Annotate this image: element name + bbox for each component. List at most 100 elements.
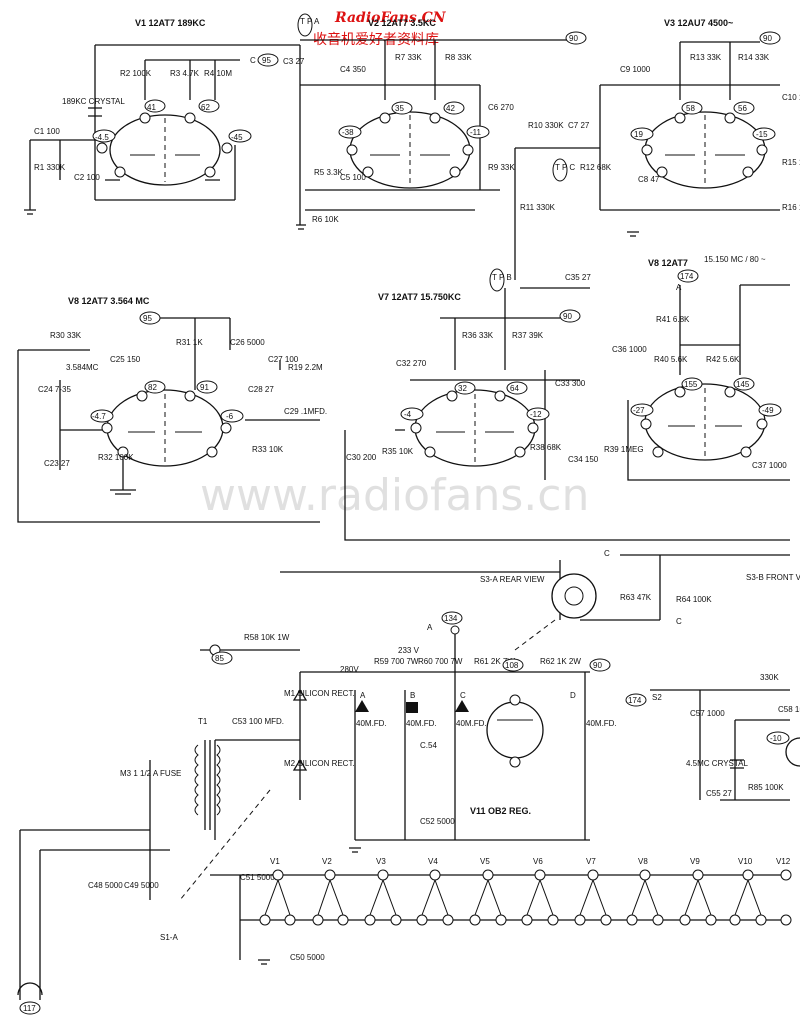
svg-text:R38 68K: R38 68K (530, 443, 562, 452)
svg-text:C2 100: C2 100 (74, 173, 100, 182)
svg-text:91: 91 (200, 383, 209, 392)
svg-text:V4: V4 (428, 857, 438, 866)
svg-text:R10 330K: R10 330K (528, 121, 564, 130)
svg-text:R15 10K: R15 10K (782, 158, 800, 167)
svg-text:C34 150: C34 150 (568, 455, 599, 464)
svg-text:280V: 280V (340, 665, 359, 674)
power-supply: R58 10K 1W R59 700 7W R60 700 7W R61 2K … (17, 611, 617, 1015)
filament-v3: V3 (364, 857, 402, 926)
svg-text:R1 330K: R1 330K (34, 163, 66, 172)
svg-text:T1: T1 (198, 717, 208, 726)
svg-text:V7: V7 (586, 857, 596, 866)
svg-text:C57 1000: C57 1000 (690, 709, 725, 718)
svg-text:V2: V2 (322, 857, 332, 866)
svg-text:155: 155 (684, 380, 698, 389)
svg-text:85: 85 (215, 654, 224, 663)
svg-text:M3 1 1/2 A FUSE: M3 1 1/2 A FUSE (120, 769, 181, 778)
filament-v8: V8 (626, 857, 664, 926)
svg-text:-49: -49 (762, 406, 774, 415)
svg-text:C: C (604, 549, 610, 558)
svg-text:M2 SILICON RECT.: M2 SILICON RECT. (284, 759, 355, 768)
svg-text:-6: -6 (226, 412, 234, 421)
svg-text:145: 145 (736, 380, 750, 389)
svg-text:-27: -27 (633, 406, 645, 415)
svg-text:R39 1MEG: R39 1MEG (604, 445, 644, 454)
svg-text:T P C: T P C (555, 163, 575, 172)
svg-text:C30 200: C30 200 (346, 453, 377, 462)
svg-text:41: 41 (147, 103, 156, 112)
svg-text:42: 42 (446, 104, 455, 113)
svg-text:R60 700 7W: R60 700 7W (418, 657, 463, 666)
svg-text:C48 5000: C48 5000 (88, 881, 123, 890)
svg-text:C52 5000: C52 5000 (420, 817, 455, 826)
svg-text:V6: V6 (533, 857, 543, 866)
svg-text:A: A (427, 623, 433, 632)
svg-text:R58 10K 1W: R58 10K 1W (244, 633, 290, 642)
svg-text:C55 27: C55 27 (706, 789, 732, 798)
svg-text:R9 33K: R9 33K (488, 163, 515, 172)
svg-text:4.5MC CRYSTAL: 4.5MC CRYSTAL (686, 759, 748, 768)
svg-text:R42 5.6K: R42 5.6K (706, 355, 740, 364)
svg-text:R14 33K: R14 33K (738, 53, 770, 62)
svg-text:C7 27: C7 27 (568, 121, 590, 130)
svg-text:C36 1000: C36 1000 (612, 345, 647, 354)
svg-text:C6 270: C6 270 (488, 103, 514, 112)
svg-text:S3-A REAR VIEW: S3-A REAR VIEW (480, 575, 545, 584)
svg-text:233 V: 233 V (398, 646, 420, 655)
v8b-title: V8 12AT7 (648, 258, 688, 268)
svg-text:64: 64 (510, 384, 519, 393)
svg-text:D: D (570, 691, 576, 700)
svg-text:-4.5: -4.5 (95, 133, 109, 142)
svg-text:62: 62 (201, 103, 210, 112)
svg-text:A: A (676, 283, 682, 292)
filament-v6: V6 (521, 857, 559, 926)
svg-text:C49 5000: C49 5000 (124, 881, 159, 890)
filament-v4: V4 (416, 857, 454, 926)
svg-text:S3-B FRONT VIEW: S3-B FRONT VIEW (746, 573, 800, 582)
svg-text:C5 100: C5 100 (340, 173, 366, 182)
svg-text:C: C (676, 617, 682, 626)
svg-text:134: 134 (444, 614, 458, 623)
svg-text:R2 100K: R2 100K (120, 69, 152, 78)
svg-text:C53 100 MFD.: C53 100 MFD. (232, 717, 284, 726)
svg-text:R41 6.8K: R41 6.8K (656, 315, 690, 324)
svg-text:R4 10M: R4 10M (204, 69, 232, 78)
svg-text:330K: 330K (760, 673, 779, 682)
svg-text:R7 33K: R7 33K (395, 53, 422, 62)
v8a-title: V8 12AT7 3.564 MC (68, 296, 150, 306)
svg-text:-15: -15 (756, 130, 768, 139)
svg-text:R5 3.3K: R5 3.3K (314, 168, 344, 177)
filament-string: V1 V2 V3 V4 V5 V6 V7 (210, 857, 792, 960)
svg-text:V9: V9 (690, 857, 700, 866)
v8b-stage: 155 145 -27 -49 R41 6.8K R40 5.6K R42 5.… (604, 269, 790, 481)
svg-text:C28 27: C28 27 (248, 385, 274, 394)
svg-text:C50 5000: C50 5000 (290, 953, 325, 962)
svg-text:108: 108 (505, 661, 519, 670)
crystal-4-5mc (730, 759, 744, 769)
filament-v5: V5 (469, 857, 507, 926)
svg-text:V10: V10 (738, 857, 753, 866)
svg-text:R36 33K: R36 33K (462, 331, 494, 340)
crystal-4-5mc-stage: 174 S2 330K C57 1000 C58 150 4.5MC CRYST… (625, 673, 800, 801)
svg-text:R35 10K: R35 10K (382, 447, 414, 456)
svg-text:90: 90 (569, 34, 578, 43)
filament-v9: V9 (679, 857, 717, 926)
v1-title: V1 12AT7 189KC (135, 18, 206, 28)
svg-text:A: A (360, 691, 366, 700)
v7-title: V7 12AT7 15.750KC (378, 292, 461, 302)
svg-text:T P A: T P A (300, 17, 320, 26)
svg-text:40M.FD.: 40M.FD. (586, 719, 617, 728)
svg-text:V1: V1 (270, 857, 280, 866)
svg-text:V5: V5 (480, 857, 490, 866)
v2-title: V2 12AT7 3.5KC (368, 18, 436, 28)
svg-text:C58 150: C58 150 (778, 705, 800, 714)
svg-text:-38: -38 (342, 128, 354, 137)
svg-text:R64 100K: R64 100K (676, 595, 712, 604)
svg-text:R59 700 7W: R59 700 7W (374, 657, 419, 666)
svg-text:95: 95 (262, 56, 271, 65)
svg-text:R6 10K: R6 10K (312, 215, 339, 224)
v11-tube (486, 701, 544, 759)
svg-text:C8 47: C8 47 (638, 175, 660, 184)
